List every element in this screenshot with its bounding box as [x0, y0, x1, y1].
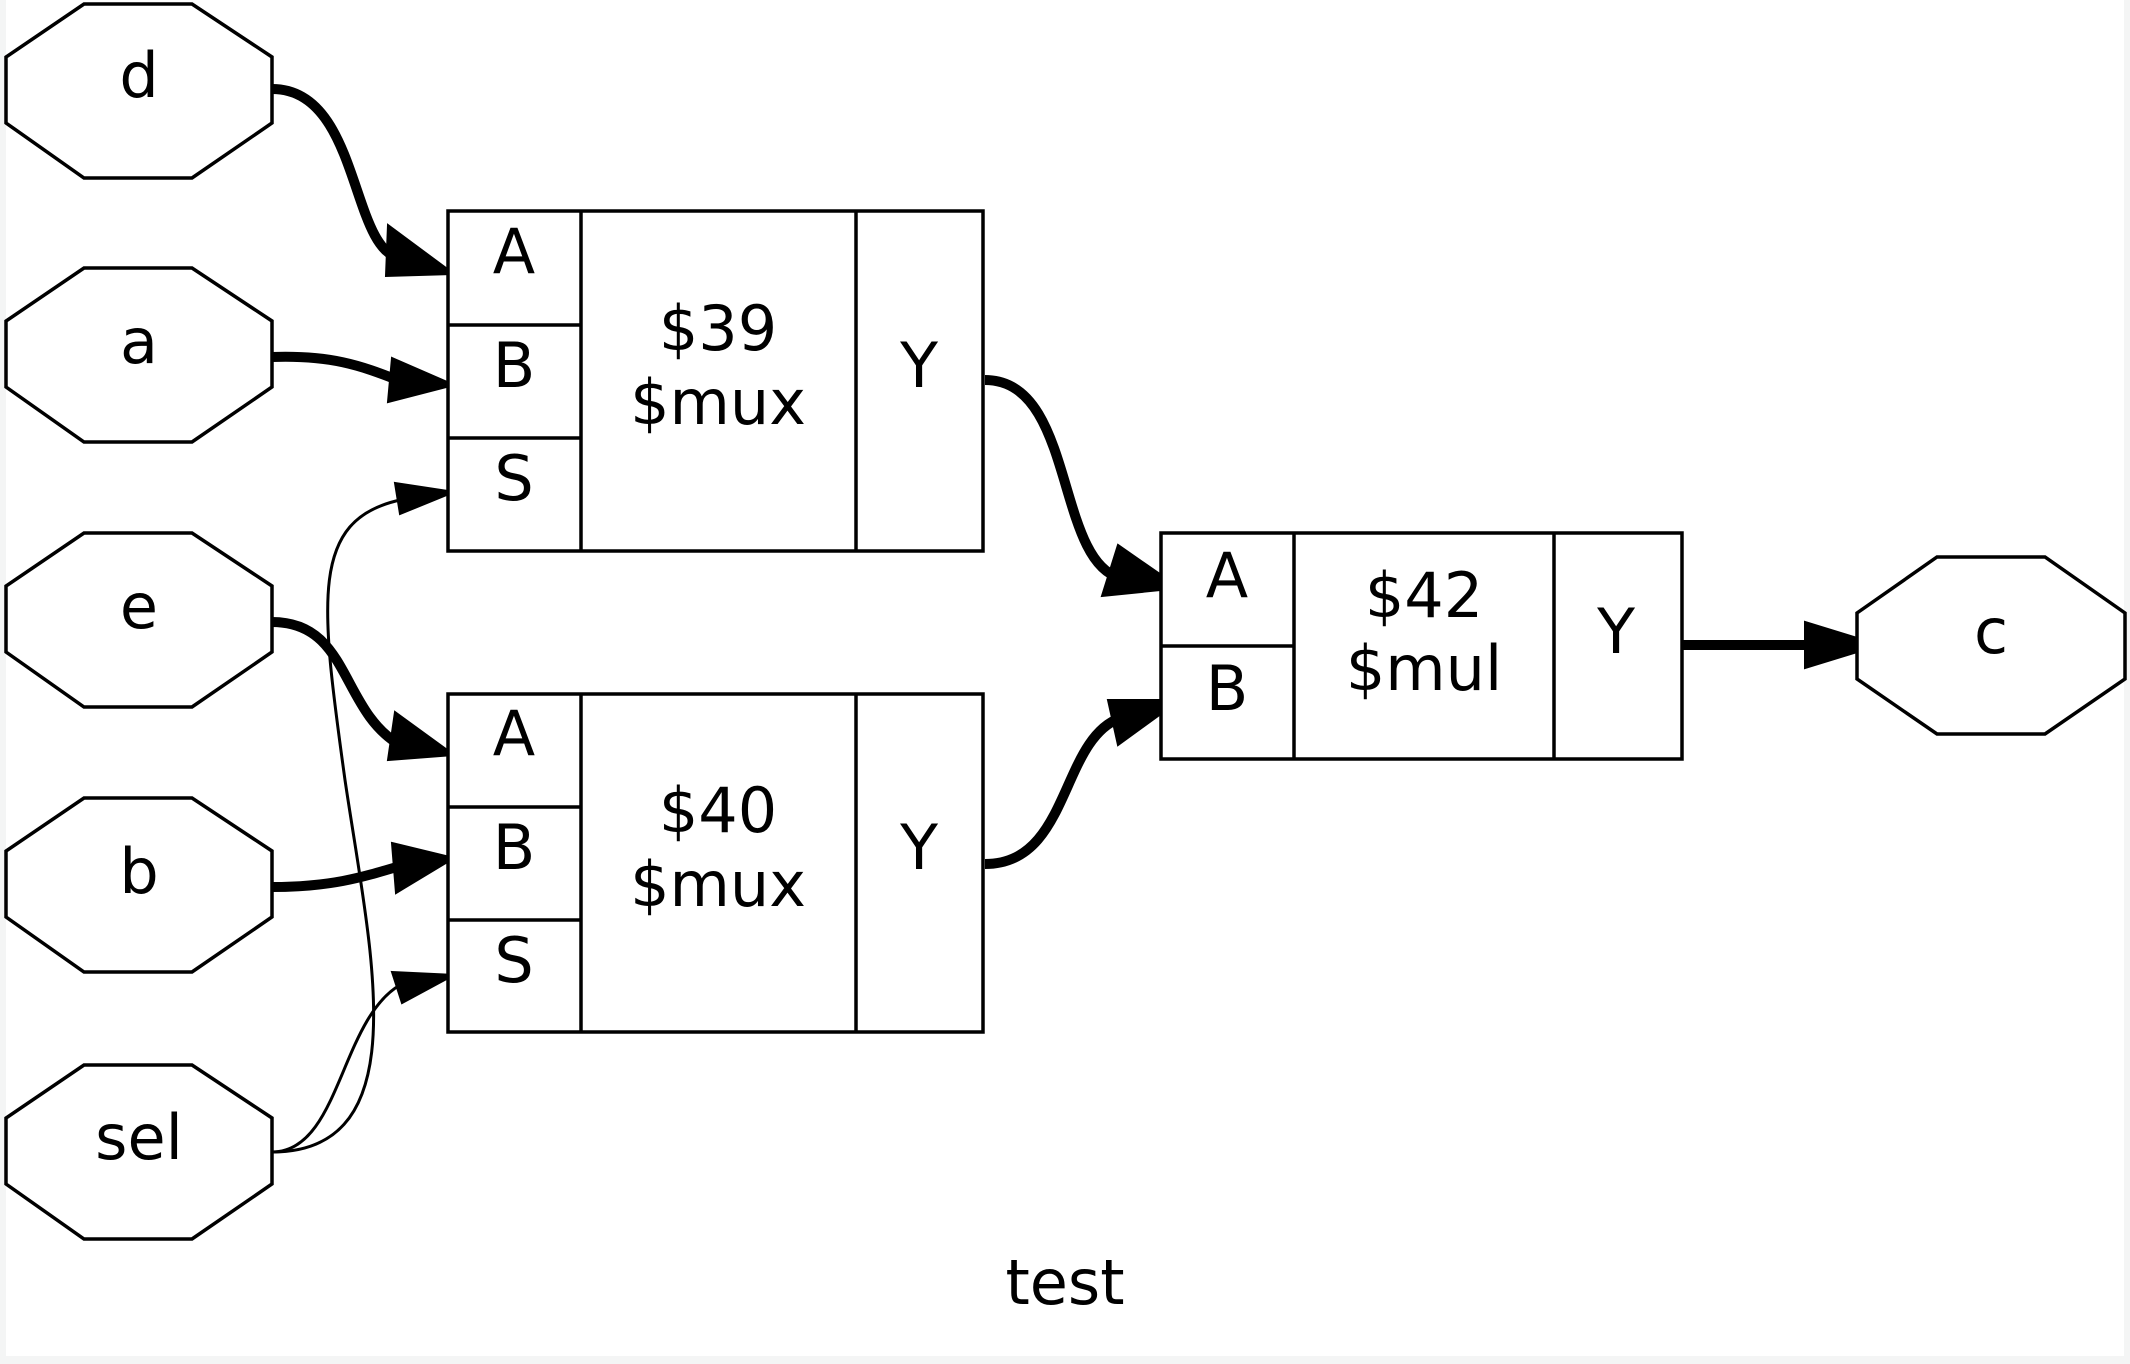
diagram-title: test — [1005, 1246, 1124, 1319]
output-port-c: c — [1855, 555, 2127, 736]
cell-input-s-label: S — [494, 442, 533, 515]
arrowhead-mux39-b — [386, 356, 458, 404]
wire-sel-to-mux40-s — [271, 983, 401, 1154]
cell-mux-39: A B S $39 $mux Y — [446, 209, 985, 553]
cell-type: $mux — [630, 366, 806, 439]
arrowhead-output-c — [1804, 620, 1884, 670]
wire-mux40-y-to-mul42-b — [984, 713, 1123, 869]
input-port-b: b — [4, 796, 274, 974]
wire-sel-to-mux39-s — [271, 498, 401, 1154]
cell-input-b-label: B — [493, 329, 536, 402]
cell-input-s-label: S — [494, 924, 533, 997]
wire-mux39-y-to-mul42-a — [984, 375, 1122, 583]
output-port-label: c — [1974, 595, 2008, 668]
input-port-d: d — [4, 2, 274, 180]
arrowhead-mux39-a — [384, 223, 457, 278]
cell-output-y-label: Y — [899, 811, 938, 884]
cell-input-b-label: B — [493, 811, 536, 884]
input-port-label: sel — [95, 1101, 183, 1174]
cell-type: $mux — [630, 848, 806, 921]
cell-name: $39 — [659, 292, 777, 365]
cell-output-y-label: Y — [1596, 595, 1635, 668]
arrowhead-mux39-s — [393, 481, 458, 516]
cell-input-b-label: B — [1206, 652, 1249, 725]
wire-d-to-mux39-a — [271, 84, 402, 263]
cell-input-a-label: A — [1206, 539, 1248, 612]
wire-e-to-mux40-a — [271, 617, 403, 750]
input-port-label: b — [119, 835, 158, 908]
diagram-background — [6, 0, 2124, 1356]
cell-name: $42 — [1365, 559, 1483, 632]
cell-mux-40: A B S $40 $mux Y — [446, 692, 985, 1034]
cell-output-y-label: Y — [899, 329, 938, 402]
wire-a-to-mux39-b — [271, 351, 402, 386]
input-port-a: a — [4, 266, 274, 444]
input-port-label: d — [119, 39, 158, 112]
cell-type: $mul — [1346, 632, 1502, 705]
input-port-label: a — [120, 305, 158, 378]
input-port-sel: sel — [4, 1063, 274, 1241]
input-port-label: e — [120, 570, 158, 643]
arrowhead-mux40-b — [390, 841, 457, 895]
cell-input-a-label: A — [493, 697, 535, 770]
arrowhead-mux40-a — [386, 710, 457, 762]
cell-name: $40 — [659, 774, 777, 847]
arrowhead-mux40-s — [390, 970, 458, 1005]
cell-input-a-label: A — [493, 215, 535, 288]
input-port-e: e — [4, 531, 274, 709]
cell-mul-42: A B $42 $mul Y — [1159, 531, 1684, 761]
wire-b-to-mux40-b — [271, 861, 402, 892]
